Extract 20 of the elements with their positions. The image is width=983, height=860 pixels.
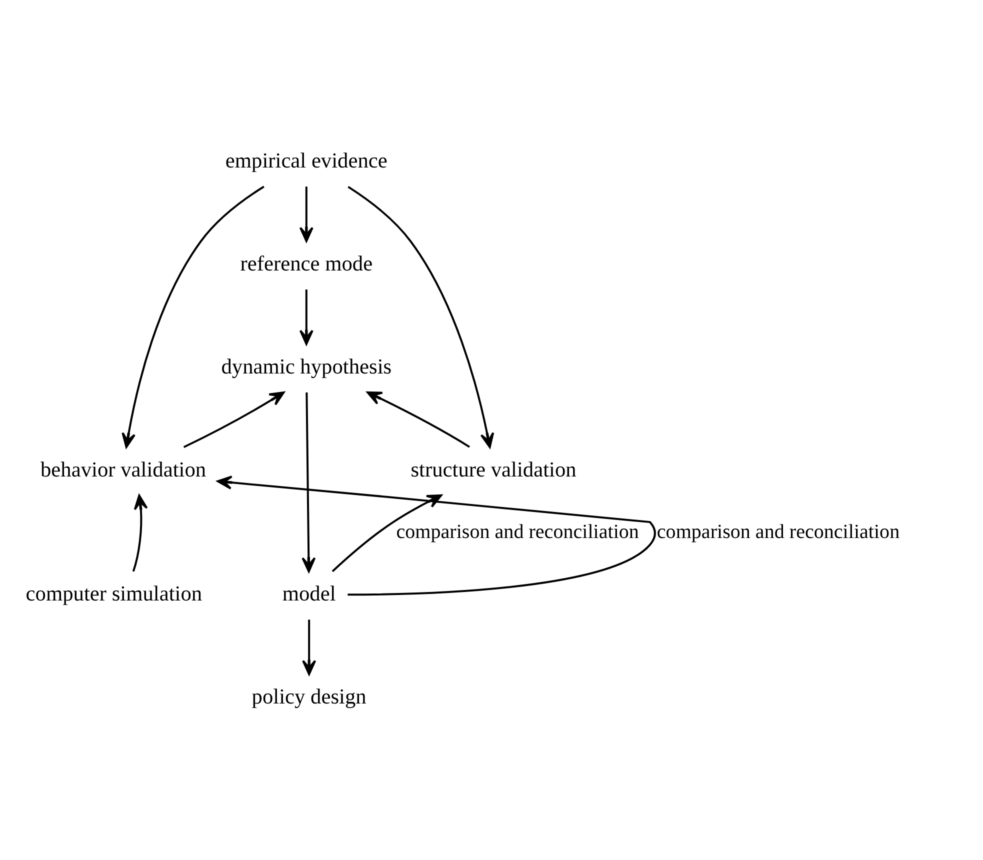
node-text: structure validation [410, 456, 576, 481]
edge-label: comparison and reconciliation [396, 520, 638, 543]
node-text: empirical evidence [224, 148, 387, 172]
node-text: policy design [251, 684, 366, 708]
arrow [298, 289, 313, 344]
arrow [216, 475, 656, 596]
node-text: dynamic hypothesis [220, 354, 392, 378]
arrow [132, 494, 148, 572]
arrow [366, 390, 470, 448]
node-text: model [282, 581, 336, 606]
node-text: reference mode [240, 251, 372, 275]
node-text: computer simulation [25, 581, 202, 606]
arrow [182, 390, 284, 448]
node-text: behavior validation [40, 456, 206, 481]
arrow [347, 186, 494, 448]
arrow [298, 186, 313, 242]
arrow [301, 392, 316, 572]
edge-label: comparison and reconciliation [656, 520, 900, 543]
arrow [121, 185, 264, 448]
arrow [302, 619, 316, 675]
